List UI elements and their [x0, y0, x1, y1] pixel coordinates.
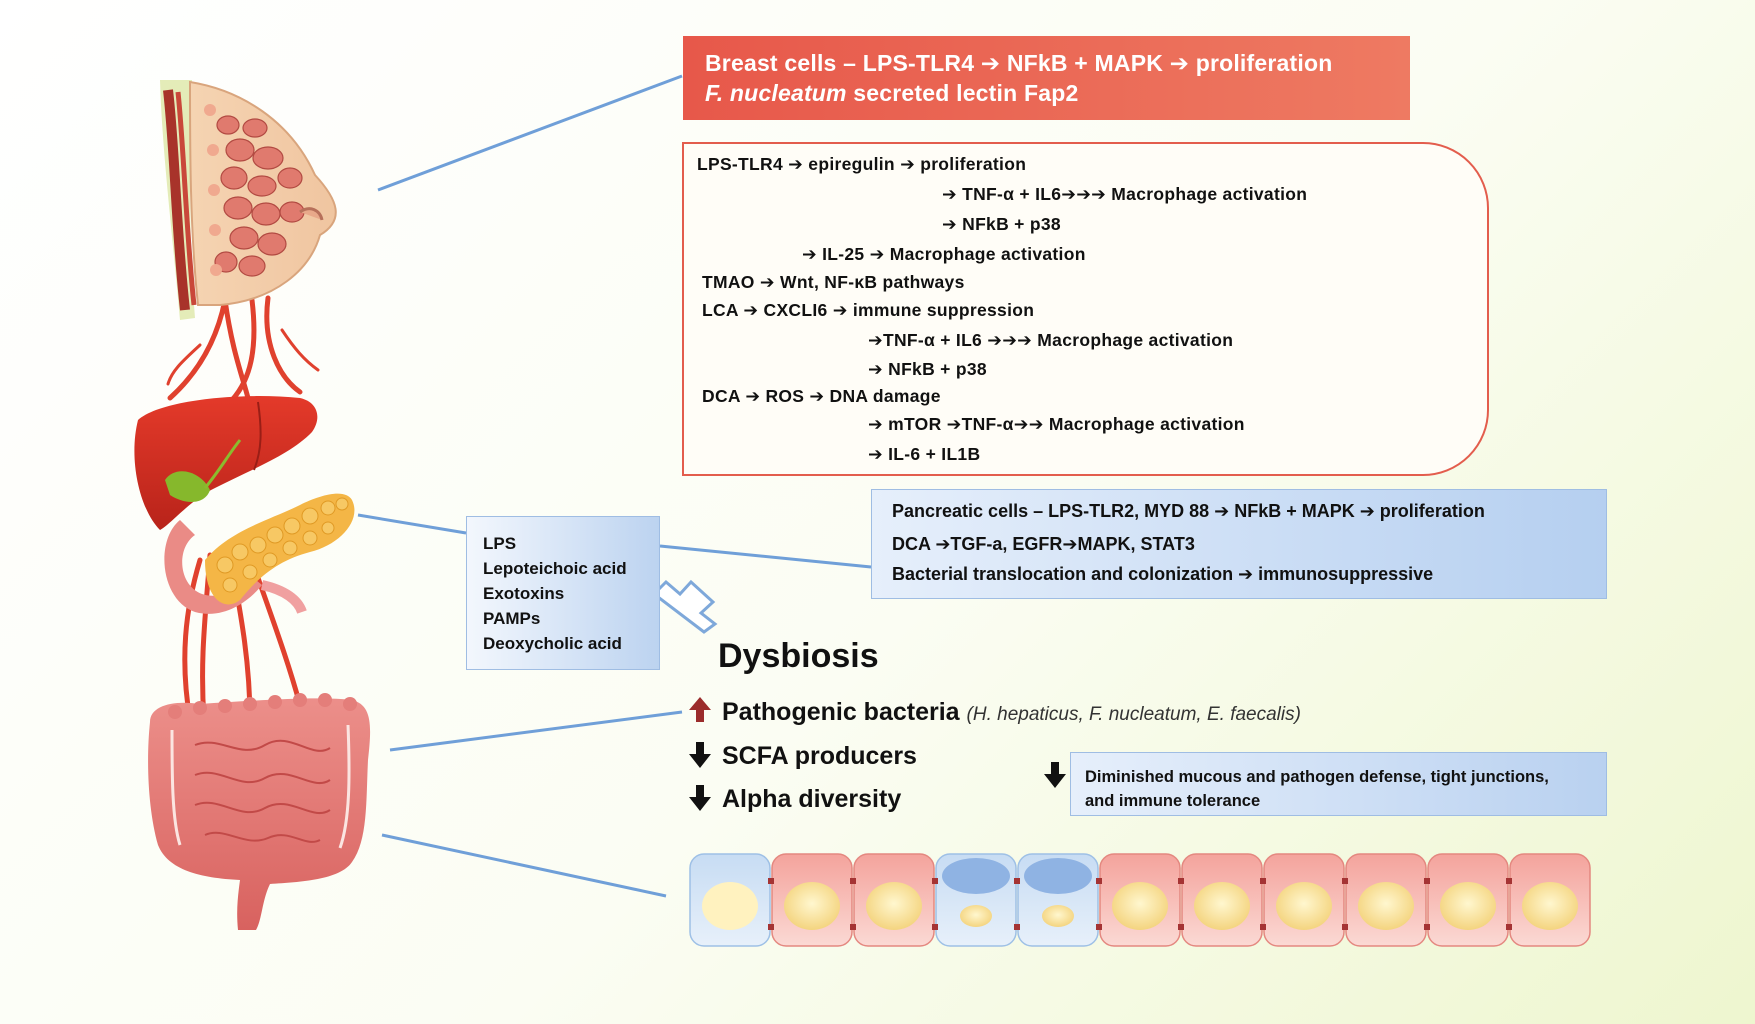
cell-nucleus — [702, 882, 758, 930]
toxin-item: PAMPs — [483, 609, 541, 628]
mechanism-line: LCA ➔ CXCLI6 ➔ immune suppression — [702, 300, 1035, 320]
tight-junction — [1342, 924, 1348, 930]
mechanism-line: ➔ TNF-α + IL6➔➔➔ Macrophage activation — [942, 184, 1308, 204]
tight-junction — [768, 924, 774, 930]
dysbiosis-title: Dysbiosis — [718, 637, 879, 675]
mucus-vacuole — [942, 858, 1010, 894]
connector-lines — [357, 74, 872, 898]
mechanism-line: ➔ NFkB + p38 — [868, 359, 987, 379]
tight-junction — [1506, 924, 1512, 930]
cell-nucleus — [960, 905, 992, 927]
pathogenic-bacteria-line: Pathogenic bacteria (H. hepaticus, F. nu… — [722, 698, 1301, 727]
mechanism-line: LPS-TLR4 ➔ epiregulin ➔ proliferation — [697, 154, 1027, 174]
mechanism-line: ➔ mTOR ➔TNF-α➔➔ Macrophage activation — [868, 414, 1245, 434]
toxin-item: LPS — [483, 534, 517, 553]
up-arrow-icon — [689, 697, 711, 722]
pancreas-icon — [164, 493, 355, 614]
tight-junction — [1424, 878, 1430, 884]
tight-junction — [768, 878, 774, 884]
intestine-icon — [148, 693, 371, 930]
diminished-defense-box: Diminished mucous and pathogen defense, … — [1070, 752, 1607, 816]
tight-junction — [1014, 924, 1020, 930]
pathogenic-examples: (H. hepaticus, F. nucleatum, E. faecalis… — [966, 704, 1301, 725]
cell-nucleus — [1358, 882, 1414, 930]
cell-nucleus — [784, 882, 840, 930]
pancreatic-line: Bacterial translocation and colonization… — [892, 564, 1434, 584]
mechanism-line: ➔ NFkB + p38 — [942, 214, 1061, 234]
epithelial-cell-icon — [689, 853, 1591, 947]
tight-junction — [1506, 878, 1512, 884]
cell-nucleus — [1042, 905, 1074, 927]
cell-nucleus — [1194, 882, 1250, 930]
tight-junction — [1342, 878, 1348, 884]
diminished-line1: Diminished mucous and pathogen defense, … — [1085, 768, 1549, 786]
lectin-text: secreted lectin Fap2 — [846, 80, 1079, 106]
tight-junction — [932, 924, 938, 930]
mechanism-line: DCA ➔ ROS ➔ DNA damage — [702, 386, 941, 406]
tight-junction — [1260, 878, 1266, 884]
toxin-item: Lepoteichoic acid — [483, 559, 627, 578]
diminished-line2: and immune tolerance — [1085, 792, 1261, 810]
scfa-producers-line: SCFA producers — [722, 742, 917, 770]
cell-nucleus — [1522, 882, 1578, 930]
breast-cells-box: Breast cells – LPS-TLR4 ➔ NFkB + MAPK ➔ … — [683, 36, 1410, 120]
pancreatic-cells-box: Pancreatic cells – LPS-TLR2, MYD 88 ➔ NF… — [871, 489, 1607, 599]
mechanism-line: ➔ IL-25 ➔ Macrophage activation — [802, 244, 1086, 264]
alpha-diversity-line: Alpha diversity — [722, 785, 902, 813]
tight-junction — [1178, 878, 1184, 884]
cell-nucleus — [1440, 882, 1496, 930]
toxin-list-box: LPS Lepoteichoic acid Exotoxins PAMPs De… — [466, 516, 660, 670]
breast-organ-icon — [160, 80, 337, 320]
mechanism-line: ➔ IL-6 + IL1B — [868, 444, 981, 464]
breast-box-line2: F. nucleatum secreted lectin Fap2 — [705, 78, 1388, 108]
mechanism-panel: LPS-TLR4 ➔ epiregulin ➔ proliferation ➔ … — [682, 142, 1489, 476]
toxin-item: Deoxycholic acid — [483, 634, 622, 653]
tight-junction — [850, 924, 856, 930]
cell-nucleus — [1112, 882, 1168, 930]
gallbladder-icon — [165, 439, 242, 502]
tight-junction — [850, 878, 856, 884]
tight-junction — [1096, 878, 1102, 884]
breast-box-line1: Breast cells – LPS-TLR4 ➔ NFkB + MAPK ➔ … — [705, 50, 1333, 76]
bacteria-name: F. nucleatum — [705, 80, 847, 106]
mechanism-line: TMAO ➔ Wnt, NF-κB pathways — [702, 272, 965, 292]
tight-junction — [1096, 924, 1102, 930]
hollow-arrow-icon — [651, 579, 718, 634]
down-arrow-icon — [689, 742, 1066, 811]
tight-junction — [1260, 924, 1266, 930]
mucus-vacuole — [1024, 858, 1092, 894]
tight-junction — [1424, 924, 1430, 930]
pancreatic-line: Pancreatic cells – LPS-TLR2, MYD 88 ➔ NF… — [892, 501, 1485, 521]
tight-junction — [932, 878, 938, 884]
toxin-item: Exotoxins — [483, 584, 565, 603]
cell-nucleus — [866, 882, 922, 930]
pancreatic-line: DCA ➔TGF-a, EGFR➔MAPK, STAT3 — [892, 534, 1195, 554]
pathogenic-label: Pathogenic bacteria — [722, 698, 960, 726]
tight-junction — [1178, 924, 1184, 930]
tight-junction — [1014, 878, 1020, 884]
cell-nucleus — [1276, 882, 1332, 930]
mechanism-line: ➔TNF-α + IL6 ➔➔➔ Macrophage activation — [868, 330, 1234, 350]
